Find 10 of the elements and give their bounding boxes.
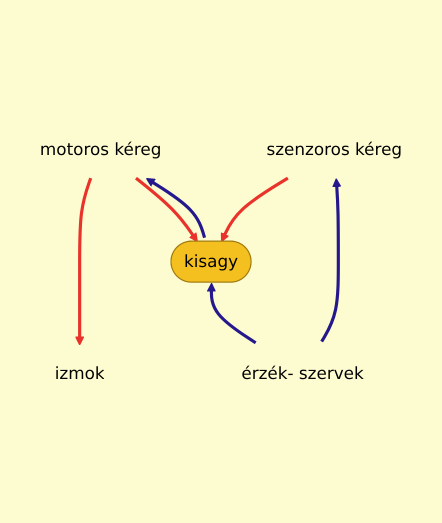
arrow (220, 176, 289, 242)
node-text: érzék- szervek (241, 362, 364, 383)
node-text: izmok (54, 362, 105, 383)
arrow (206, 282, 257, 344)
arrow (75, 177, 92, 346)
node-text: szenzoros kéreg (266, 139, 402, 160)
arrow (135, 176, 198, 242)
node-text: motoros kéreg (40, 139, 162, 160)
arrow (146, 178, 206, 238)
arrow (320, 178, 342, 342)
